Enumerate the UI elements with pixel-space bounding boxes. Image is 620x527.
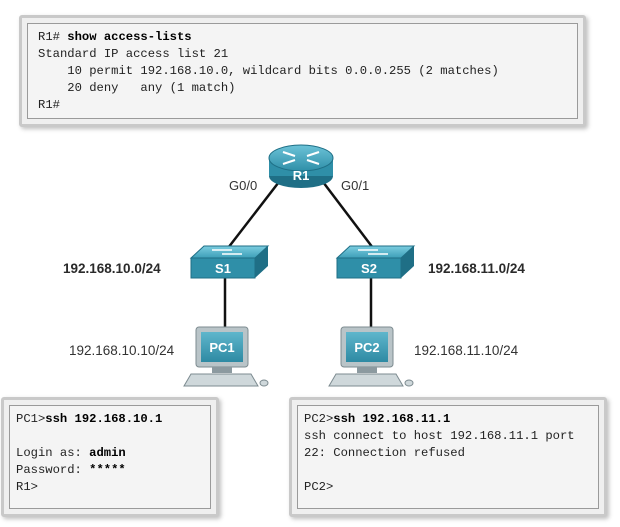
s1-network-label: 192.168.10.0/24 <box>63 261 161 276</box>
password-label: Password: <box>16 463 90 477</box>
pc2-prompt: PC2> <box>304 412 334 426</box>
switch-s2-label: S2 <box>361 261 377 276</box>
router-arrows-icon <box>282 151 320 165</box>
s2-network-label: 192.168.11.0/24 <box>428 261 525 276</box>
login-value: admin <box>89 446 126 460</box>
login-label: Login as: <box>16 446 90 460</box>
r1-terminal-screen: R1# show access-lists Standard IP access… <box>27 23 578 119</box>
pc2-command: ssh 192.168.11.1 <box>333 412 451 426</box>
pc1-prompt: PC1> <box>16 412 46 426</box>
switch-s1[interactable]: S1 <box>189 245 270 279</box>
r1-command: show access-lists <box>67 30 192 44</box>
pc2-command-line: PC2>ssh 192.168.11.1 <box>304 411 450 428</box>
pc2[interactable]: PC2 <box>328 326 414 387</box>
pc2-terminal-screen: PC2>ssh 192.168.11.1 ssh connect to host… <box>297 405 599 509</box>
pc1[interactable]: PC1 <box>183 326 269 387</box>
r1-terminal-panel: R1# show access-lists Standard IP access… <box>19 15 586 127</box>
keyboard-icon <box>183 373 259 387</box>
acl-header-line: Standard IP access list 21 <box>38 47 229 61</box>
mouse-icon <box>259 379 269 387</box>
switch-arrows-icon <box>358 249 388 255</box>
pc2-address: 192.168.11.10/24 <box>414 343 519 358</box>
pc1-login-line: Login as: admin <box>16 445 126 462</box>
pc2-ssh-message-line2: 22: Connection refused <box>304 446 465 460</box>
pc1-command-line: PC1>ssh 192.168.10.1 <box>16 411 162 428</box>
pc2-label: PC2 <box>354 340 379 355</box>
acl-deny-line: 20 deny any (1 match) <box>38 81 236 95</box>
pc1-command: ssh 192.168.10.1 <box>45 412 163 426</box>
r1-prompt: R1# <box>38 30 60 44</box>
link-r1-s1 <box>227 177 283 249</box>
pc2-end-prompt: PC2> <box>304 480 334 494</box>
mouse-icon <box>404 379 414 387</box>
r1-command-line: R1# show access-lists <box>38 29 192 46</box>
link-r1-s2 <box>319 177 374 249</box>
pc1-terminal-screen: PC1>ssh 192.168.10.1 Login as: admin Pas… <box>9 405 211 509</box>
pc2-ssh-message-line1: ssh connect to host 192.168.11.1 port <box>304 429 575 443</box>
router-label: R1 <box>293 168 310 183</box>
switch-s1-label: S1 <box>215 261 231 276</box>
switch-s2[interactable]: S2 <box>335 245 416 279</box>
pc2-terminal-panel: PC2>ssh 192.168.11.1 ssh connect to host… <box>289 397 607 517</box>
switch-arrows-icon <box>212 249 242 255</box>
network-links <box>223 177 374 328</box>
password-value: ***** <box>89 463 126 477</box>
acl-permit-line: 10 permit 192.168.10.0, wildcard bits 0.… <box>38 64 499 78</box>
router-right-interface: G0/1 <box>341 178 369 193</box>
pc1-terminal-panel: PC1>ssh 192.168.10.1 Login as: admin Pas… <box>1 397 219 517</box>
router-left-interface: G0/0 <box>229 178 257 193</box>
router-r1[interactable]: R1 <box>268 144 334 188</box>
pc1-address: 192.168.10.10/24 <box>69 343 175 358</box>
pc1-label: PC1 <box>209 340 234 355</box>
pc1-r1-prompt: R1> <box>16 480 38 494</box>
r1-end-prompt: R1# <box>38 98 60 112</box>
pc1-password-line: Password: ***** <box>16 462 126 479</box>
keyboard-icon <box>328 373 404 387</box>
